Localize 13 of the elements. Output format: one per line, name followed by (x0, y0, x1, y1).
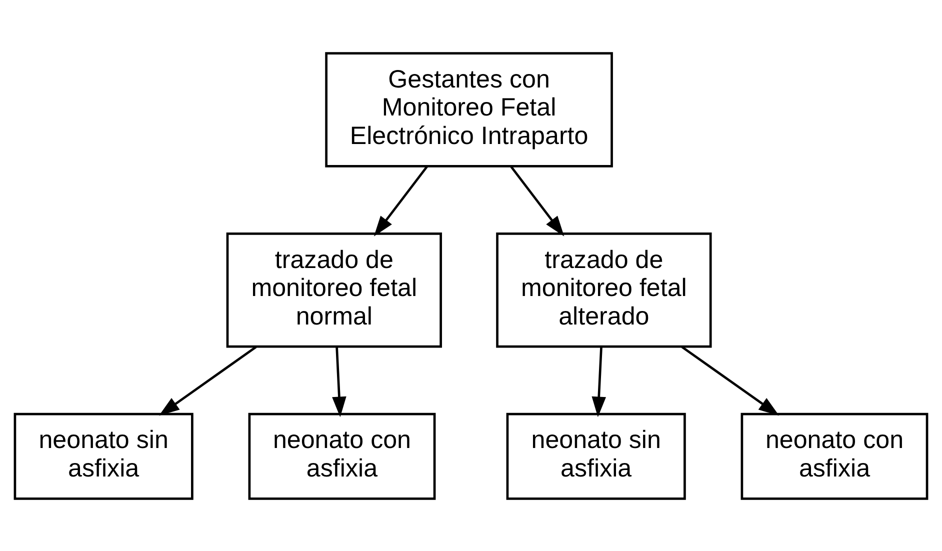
arrow (510, 165, 564, 236)
node-box: neonato con asfixia (740, 412, 928, 500)
node-box: trazado de monitoreo fetal alterado (496, 232, 712, 348)
arrow (158, 345, 257, 416)
node-box: neonato sin asfixia (506, 412, 686, 500)
arrow (374, 165, 428, 236)
node-box: trazado de monitoreo fetal normal (226, 232, 442, 348)
node-box: neonato con asfixia (248, 412, 436, 500)
node-box: Gestantes con Monitoreo Fetal Electrónico Intraparto (325, 52, 613, 167)
arrow (681, 345, 780, 416)
arrow (332, 346, 346, 417)
node-box: neonato sin asfixia (14, 412, 194, 500)
arrow (592, 346, 606, 417)
